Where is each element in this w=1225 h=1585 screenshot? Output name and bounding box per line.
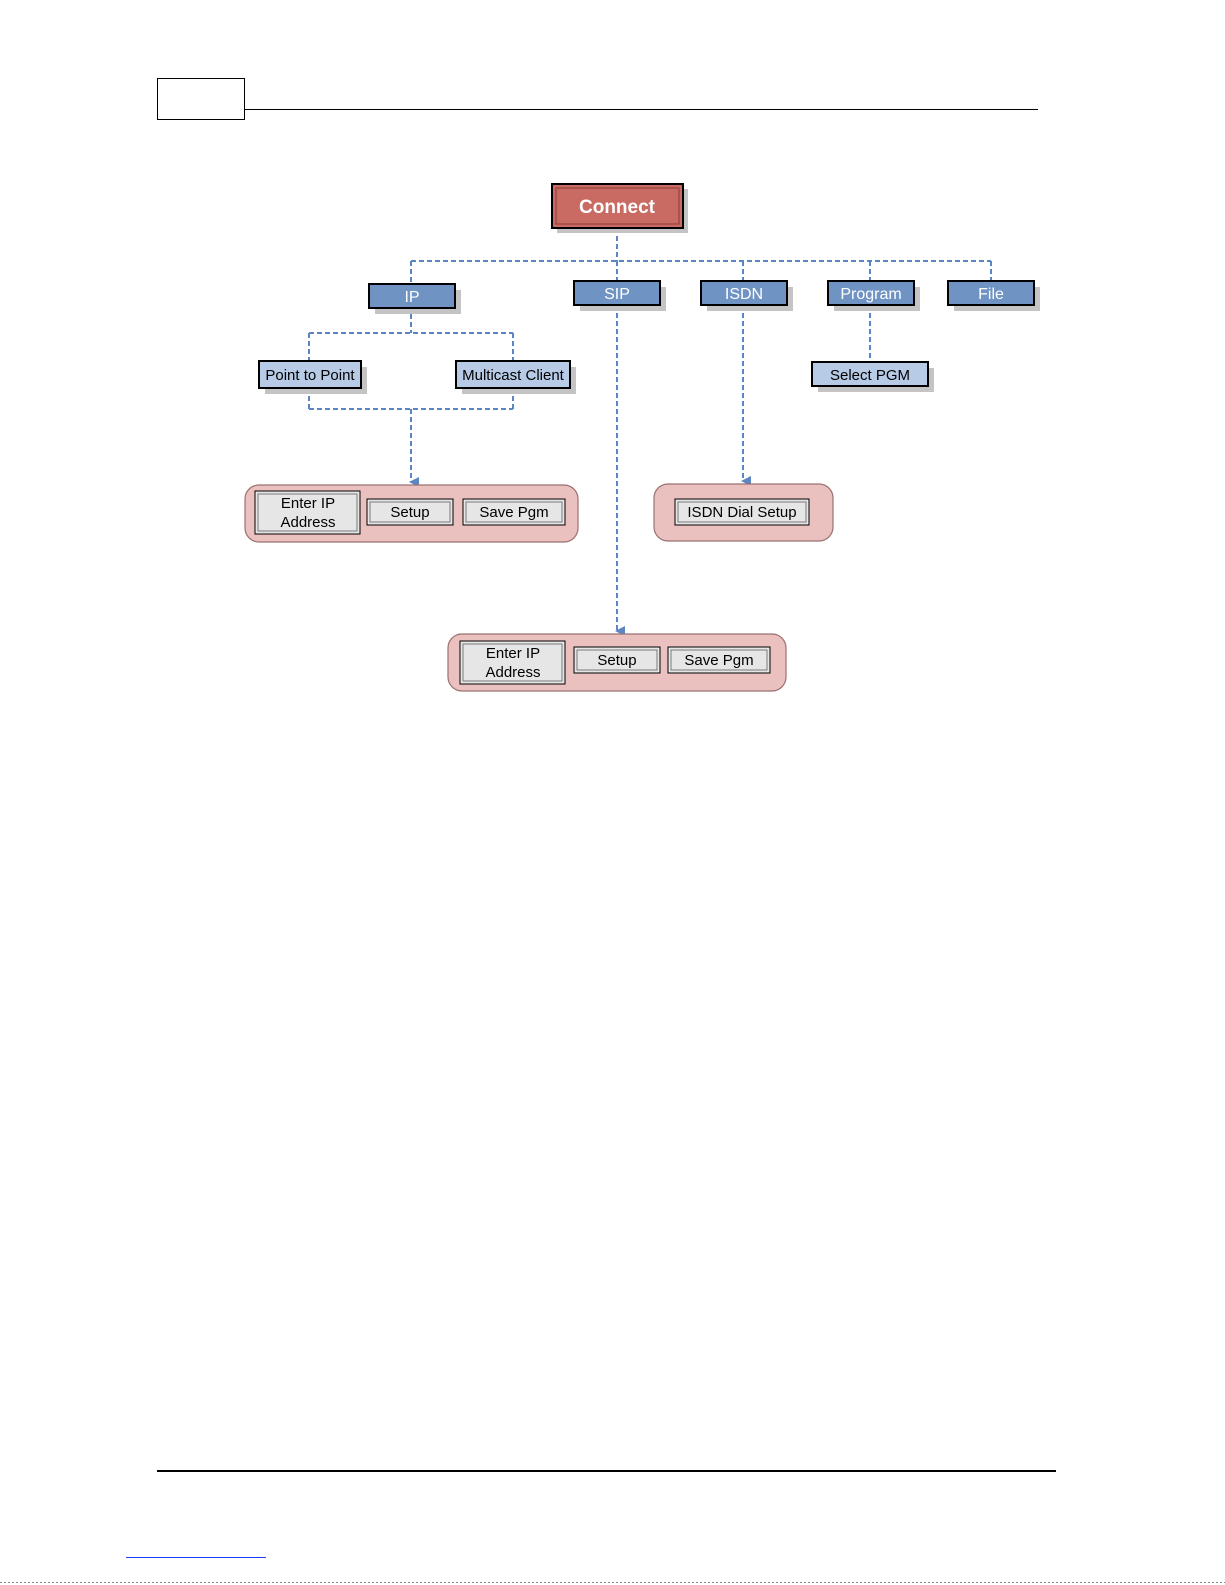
enter-ip-address-button[interactable]: Enter IP Address bbox=[255, 491, 360, 534]
subnode-label: Multicast Client bbox=[462, 367, 565, 384]
sip-action-panel: Enter IP Address Setup Save Pgm bbox=[448, 634, 786, 691]
button-label-line2: Address bbox=[485, 664, 540, 681]
root-node-connect[interactable]: Connect bbox=[552, 184, 688, 233]
category-node-label: IP bbox=[404, 289, 419, 306]
button-label-line1: Enter IP bbox=[486, 645, 540, 662]
category-node-sip[interactable]: SIP bbox=[574, 281, 666, 311]
setup-button[interactable]: Setup bbox=[367, 499, 453, 525]
button-label: Setup bbox=[597, 652, 636, 669]
category-node-program[interactable]: Program bbox=[828, 281, 920, 311]
subnode-multicast-client[interactable]: Multicast Client bbox=[456, 361, 576, 394]
footer-rule bbox=[157, 1470, 1056, 1472]
button-label: Setup bbox=[390, 504, 429, 521]
save-pgm-button[interactable]: Save Pgm bbox=[463, 499, 565, 525]
category-node-label: SIP bbox=[604, 286, 630, 303]
ip-action-panel: Enter IP Address Setup Save Pgm bbox=[245, 485, 578, 542]
category-node-ip[interactable]: IP bbox=[369, 284, 461, 314]
button-label-line1: Enter IP bbox=[281, 495, 335, 512]
category-node-label: Program bbox=[840, 286, 901, 303]
setup-button[interactable]: Setup bbox=[574, 647, 660, 673]
isdn-action-panel: ISDN Dial Setup bbox=[654, 484, 833, 541]
button-label: Save Pgm bbox=[479, 504, 548, 521]
root-node-label: Connect bbox=[579, 197, 656, 218]
category-node-label: ISDN bbox=[725, 286, 763, 303]
button-label: ISDN Dial Setup bbox=[687, 504, 796, 521]
category-node-label: File bbox=[978, 286, 1004, 303]
save-pgm-button[interactable]: Save Pgm bbox=[668, 647, 770, 673]
subnode-label: Point to Point bbox=[265, 367, 355, 384]
button-label-line2: Address bbox=[280, 514, 335, 531]
category-node-isdn[interactable]: ISDN bbox=[701, 281, 793, 311]
category-node-file[interactable]: File bbox=[948, 281, 1040, 311]
subnode-select-pgm[interactable]: Select PGM bbox=[812, 362, 934, 392]
enter-ip-address-button[interactable]: Enter IP Address bbox=[460, 641, 565, 684]
subnode-label: Select PGM bbox=[830, 367, 910, 384]
subnode-point-to-point[interactable]: Point to Point bbox=[259, 361, 367, 394]
button-label: Save Pgm bbox=[684, 652, 753, 669]
footer-link-underline bbox=[126, 1557, 266, 1558]
bottom-dotted-edge bbox=[0, 1582, 1225, 1583]
isdn-dial-setup-button[interactable]: ISDN Dial Setup bbox=[675, 499, 809, 525]
connect-menu-diagram: Connect IP SIP ISDN Program File Point t… bbox=[0, 0, 1225, 760]
